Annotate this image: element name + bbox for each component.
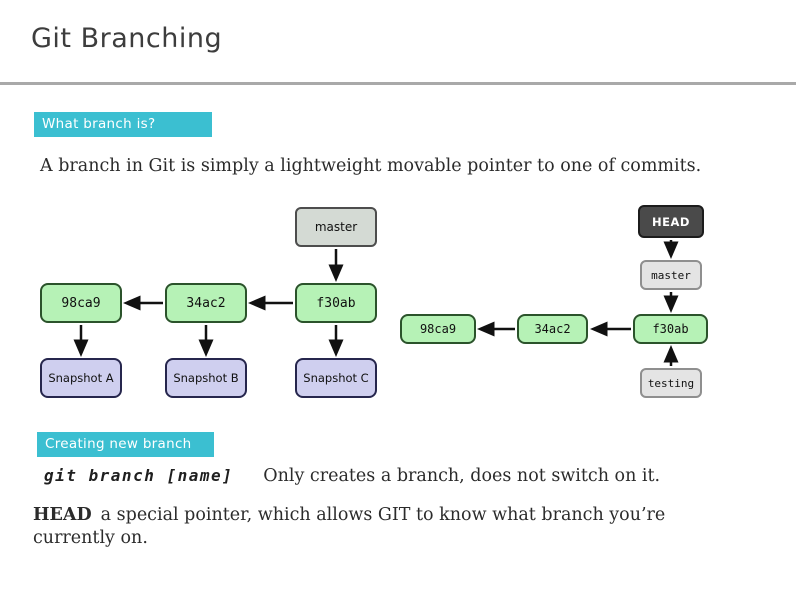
diagram-arrows [73,249,344,357]
section-badge-what-branch-is: What branch is? [34,112,212,137]
diagram-arrows [477,240,679,366]
section-badge-creating-new-branch: Creating new branch [37,432,214,457]
branch-node-testing: testing [640,368,702,398]
head-note: HEAD a special pointer, which allows GIT … [33,504,665,550]
branch-node-master: master [640,260,702,290]
commit-node-98ca9: 98ca9 [40,283,122,323]
commit-node-34ac2: 34ac2 [517,314,588,344]
commit-node-f30ab: f30ab [633,314,708,344]
snapshot-node-b: Snapshot B [165,358,247,398]
git-branch-command: git branch [name] [44,466,234,485]
branch-definition-text: A branch in Git is simply a lightweight … [40,156,702,176]
head-pointer-node: HEAD [638,205,704,238]
commit-node-98ca9: 98ca9 [400,314,476,344]
snapshot-node-a: Snapshot A [40,358,122,398]
snapshot-node-c: Snapshot C [295,358,377,398]
creating-branch-text: Only creates a branch, does not switch o… [263,466,661,486]
head-note-text1: a special pointer, which allows GIT to k… [100,505,666,525]
head-note-line2: currently on. [33,528,148,548]
title-divider [0,82,796,85]
diagram-commits-snapshots: master 98ca9 34ac2 f30ab Snapshot A Snap… [38,200,390,410]
diagram-head-branches: HEAD master 98ca9 34ac2 f30ab testing [398,200,758,410]
page-title: Git Branching [31,23,223,54]
commit-node-34ac2: 34ac2 [165,283,247,323]
head-term: HEAD [33,505,92,525]
command-row: git branch [name] Only creates a branch,… [44,466,660,486]
commit-node-f30ab: f30ab [295,283,377,323]
branch-node-master: master [295,207,377,247]
head-note-line1: HEAD a special pointer, which allows GIT … [33,504,665,527]
